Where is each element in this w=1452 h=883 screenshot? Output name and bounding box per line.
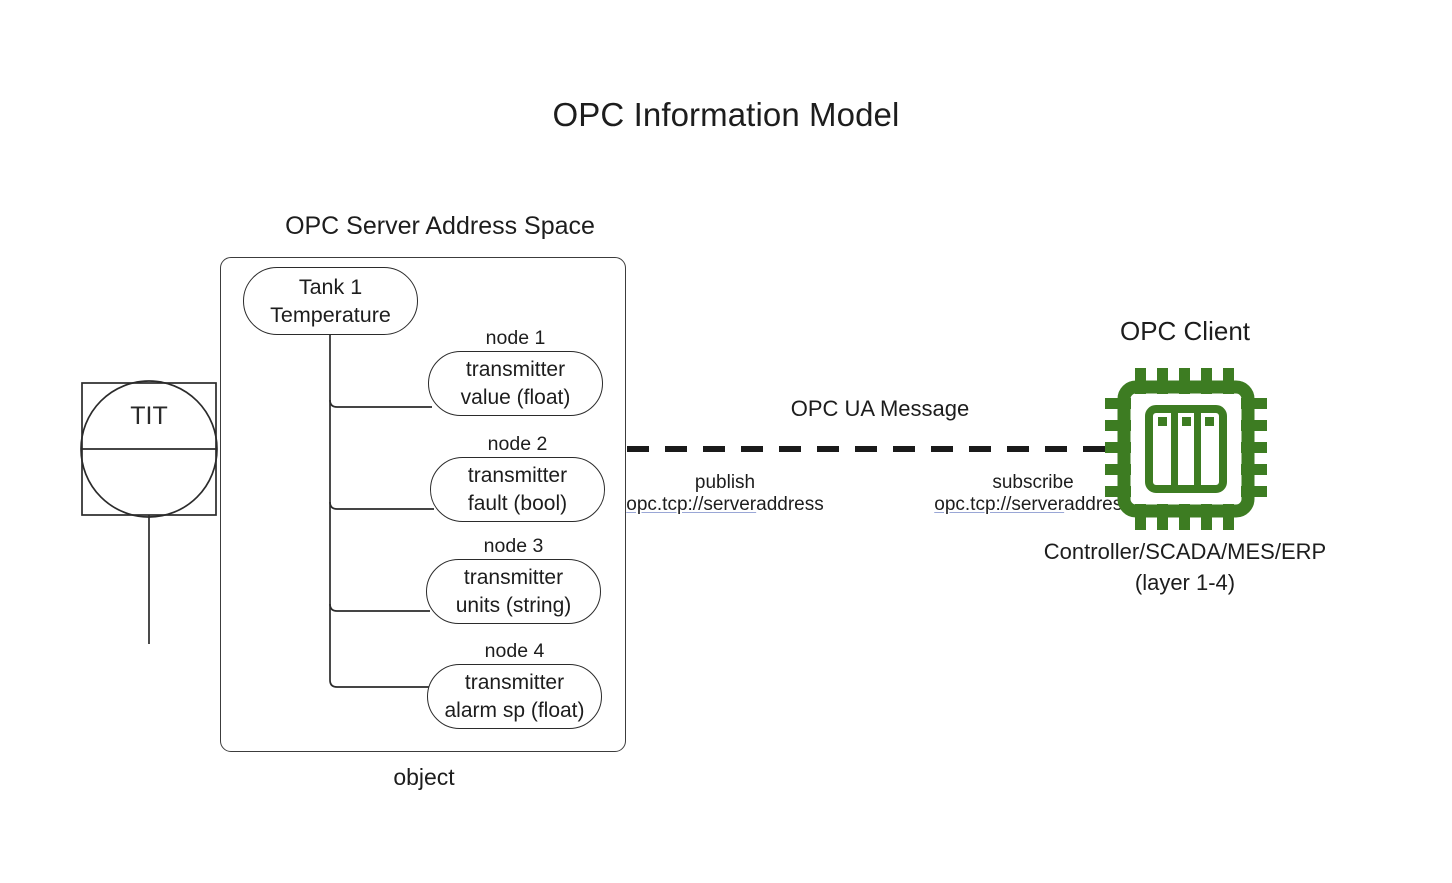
node-3-caption: node 3 [483,535,544,557]
node-1-line1: transmitter [465,357,566,381]
tank-node-line1: Tank 1 [298,275,363,299]
node-3-line2: units (string) [455,593,572,617]
client-caption-line1: Controller/SCADA/MES/ERP [1043,539,1327,564]
page-title: OPC Information Model [552,96,900,133]
node-1-transmitter-value[interactable]: transmitter value (float) [428,351,603,416]
subscribe-url-link[interactable]: opc.tcp://server [934,494,1065,515]
node-tank-1-temperature[interactable]: Tank 1 Temperature [243,267,418,335]
node-4-transmitter-alarm-sp[interactable]: transmitter alarm sp (float) [427,664,602,729]
node-1-caption: node 1 [485,327,546,349]
instrument-balloon-icon [80,380,218,518]
opc-client-title: OPC Client [1119,316,1251,346]
publish-verb: publish [694,472,756,493]
node-2-caption: node 2 [487,433,548,455]
node-4-caption: node 4 [484,640,545,662]
opc-ua-message-label: OPC UA Message [790,396,970,421]
publish-endpoint: publish opc.tcp://serveraddress [610,472,840,516]
publish-url-plain: address [756,494,824,515]
publish-url[interactable]: opc.tcp://serveraddress [610,494,840,516]
instrument-tag-label: TIT [130,402,168,430]
tank-node-line2: Temperature [270,303,391,327]
node-3-line1: transmitter [463,565,564,589]
subscribe-url-plain: address [1064,494,1132,515]
node-2-line2: fault (bool) [467,491,568,515]
subscribe-verb: subscribe [992,472,1074,493]
node-4-line2: alarm sp (float) [444,698,585,722]
cpu-chip-icon [1105,368,1267,530]
node-3-transmitter-units[interactable]: transmitter units (string) [426,559,601,624]
node-2-line1: transmitter [467,463,568,487]
client-caption-line2: (layer 1-4) [1134,570,1236,595]
subscribe-url[interactable]: opc.tcp://serveraddress [918,494,1148,516]
object-caption: object [393,764,455,790]
node-1-line2: value (float) [460,385,571,409]
client-caption: Controller/SCADA/MES/ERP (layer 1-4) [1000,536,1370,598]
node-4-line1: transmitter [464,670,565,694]
publish-url-link[interactable]: opc.tcp://server [626,494,757,515]
node-2-transmitter-fault[interactable]: transmitter fault (bool) [430,457,605,522]
address-space-title: OPC Server Address Space [285,212,595,240]
subscribe-endpoint: subscribe opc.tcp://serveraddress [918,472,1148,516]
